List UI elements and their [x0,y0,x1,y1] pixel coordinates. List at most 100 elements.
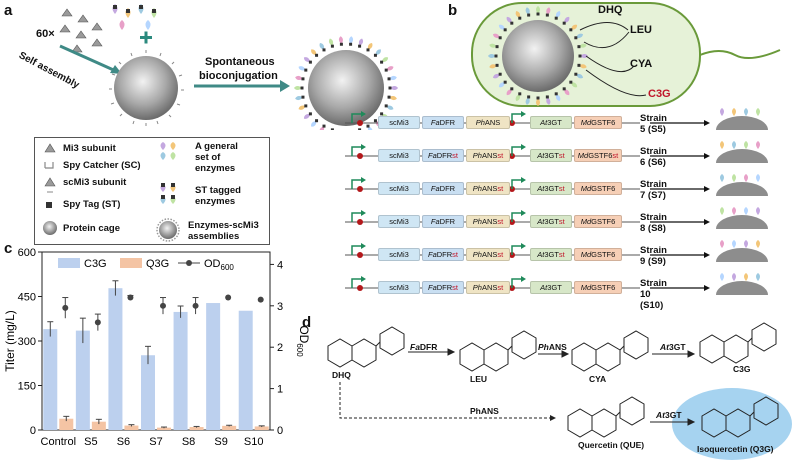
od-point [62,304,69,311]
gene-scmi3: scMi3 [378,215,420,228]
cage-spikes [109,50,184,126]
gene-scmi3: scMi3 [378,281,420,294]
mini-cage [716,116,768,130]
strain-label: Strain 5 (S5) [640,113,667,135]
legend-icons [43,142,180,242]
legend-general-2: set of [195,152,221,163]
mol-c3g: C3G [733,364,751,374]
protein-cage-icon [43,221,57,235]
x-tick-label: S9 [214,436,227,448]
bar-c3g [75,330,90,430]
gene-scmi3: scMi3 [378,149,420,162]
enzyme-fadfr: FaDFR [410,342,438,352]
y-right-tick-label: 3 [277,301,283,313]
x-tick-label: Control [41,436,76,448]
strain-label: Strain 9 (S9) [640,245,667,267]
legend-scmi3: scMi3 subunit [63,177,127,188]
bar-c3g [43,329,58,430]
y-right-tick-label: 1 [277,384,283,396]
legend-spy-catcher: Spy Catcher (SC) [63,160,141,171]
od-point [127,294,134,301]
mol-leu: LEU [470,374,487,384]
bar-q3g [189,427,204,430]
mol-cya: CYA [589,374,607,384]
svg-text:Q3G: Q3G [146,258,169,270]
panel-a-graphic [59,4,398,130]
legend-assemblies-2: assemblies [188,231,240,242]
mini-cage [716,182,768,196]
bar-c3g [206,303,221,430]
bioconjugation-label: bioconjugation [199,70,278,82]
y-tick-label: 0 [30,425,36,437]
od-point [94,319,101,326]
panel-label-a: a [4,2,13,19]
bar-c3g [141,355,155,430]
mol-q3g: Isoquercetin (Q3G) [697,444,774,454]
gene-scmi3: scMi3 [378,116,420,129]
cell-dhq: DHQ [598,4,623,16]
y-tick-label: 300 [18,336,36,348]
spy-catcher-icon [44,162,54,169]
mol-dhq: DHQ [332,370,351,380]
bar-q3g [254,426,269,430]
pathway-arrows [408,348,696,426]
x-tick-label: S8 [182,436,195,448]
panel-label-b: b [448,2,458,19]
x-tick-label: S10 [244,436,264,448]
bar-c3g [108,288,123,430]
bar-c3g [173,311,188,430]
legend-general-3: enzymes [195,163,236,174]
x-tick-label: S7 [149,436,162,448]
y-right-tick-label: 0 [277,425,283,437]
legend-assemblies-1: Enzymes-scMi3 [188,220,259,231]
cell-cya: CYA [630,58,653,70]
strain-label: Strain 7 (S7) [640,179,667,201]
bar-q3g [157,427,171,430]
gene-scmi3: scMi3 [378,182,420,195]
legend-box: Mi3 subunit Spy Catcher (SC) scMi3 subun… [34,137,270,245]
mi3-subunit-icon [44,143,56,153]
count-label: 60× [36,28,55,40]
legend-spy-tag: Spy Tag (ST) [63,199,121,210]
scmi3-subunit-icon [44,177,56,187]
gene-scmi3: scMi3 [378,248,420,261]
bar-q3g [222,425,237,430]
od-point [192,302,199,309]
mini-cage [716,248,768,262]
x-tick-label: S6 [117,436,130,448]
molecule-structures [327,322,779,438]
svg-text:OD600: OD600 [204,258,234,272]
legend-mi3: Mi3 subunit [63,143,116,154]
legend-general-1: A general [195,141,238,152]
y-right-axis-label: OD600 [295,325,311,357]
enzyme-scmi3-assembly [308,50,384,126]
enzyme-at3gt-side: At3GT [656,410,682,420]
bar-c3g [238,310,253,430]
mini-cage [716,215,768,229]
q3g-highlight [672,388,792,460]
spontaneous-label: Spontaneous [205,56,275,68]
general-enzymes-icon [160,142,176,160]
